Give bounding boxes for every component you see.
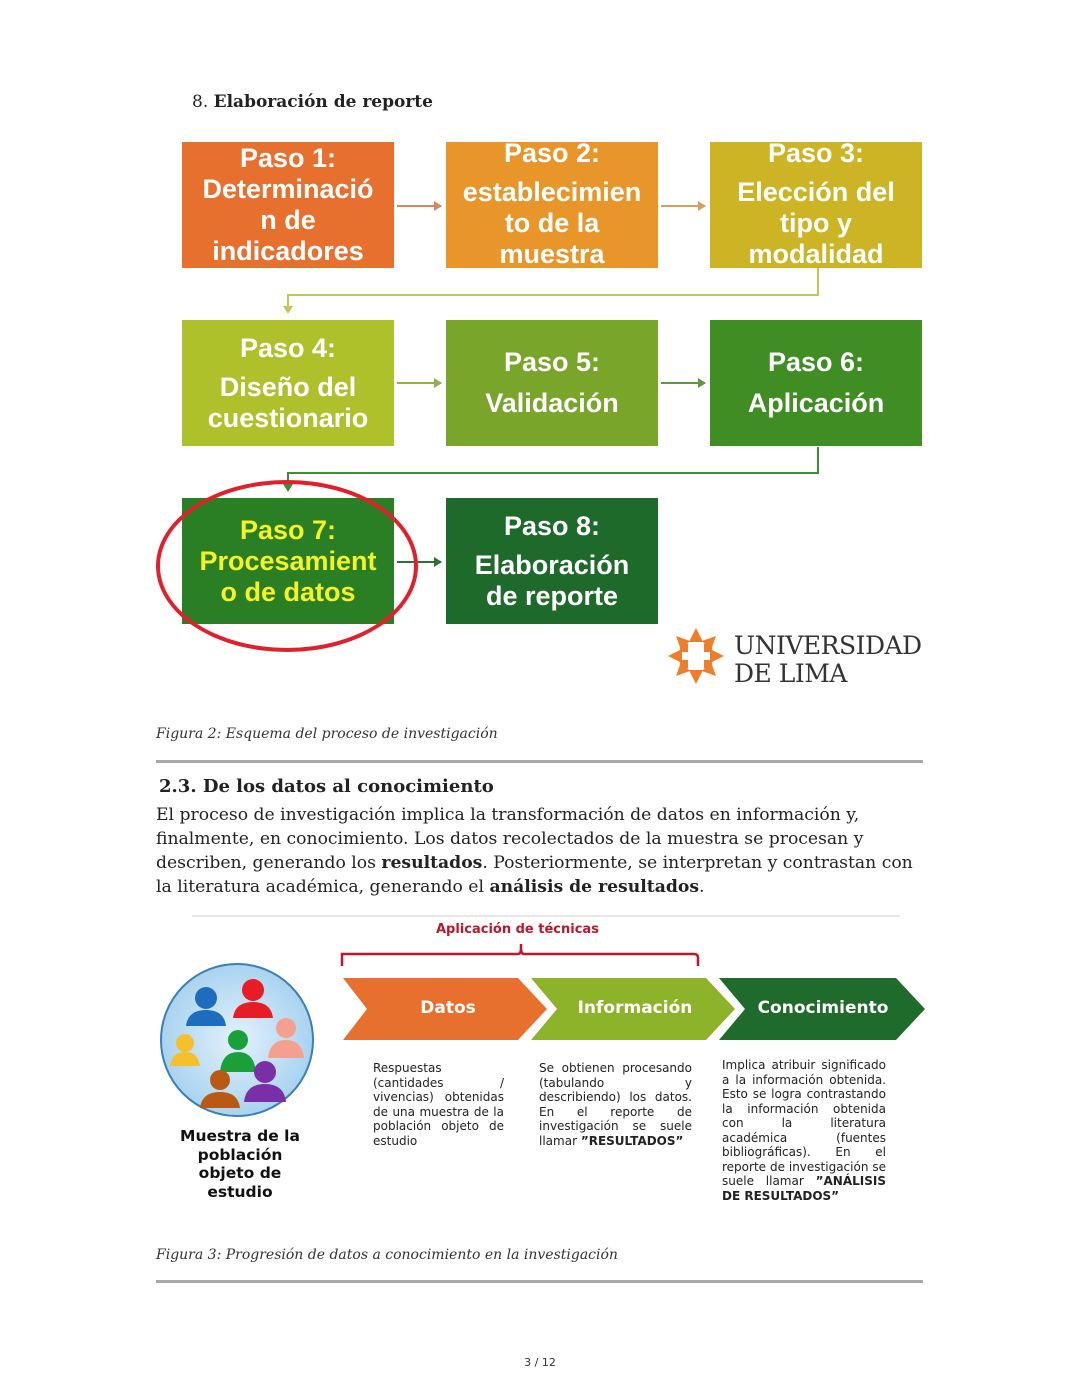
- connector-line: [287, 294, 289, 308]
- arrow-icon: [397, 378, 442, 388]
- divider: [156, 1280, 923, 1283]
- step-6-box: Paso 6: Aplicación: [710, 320, 922, 446]
- step-text: Diseño del: [219, 371, 357, 402]
- arrow-down-icon: [283, 306, 293, 314]
- desc-bold: ”ANÁLISIS DE RESULTADOS”: [722, 1174, 886, 1203]
- section-number: 8.: [192, 92, 209, 112]
- arrow-icon: [397, 557, 442, 567]
- sample-label: Muestra de la población objeto de estudi…: [180, 1127, 300, 1201]
- connector-line: [817, 447, 819, 473]
- informacion-label: Información: [577, 998, 693, 1018]
- connector-line: [817, 268, 819, 295]
- datos-description: Respuestas (cantidades / vivencias) obte…: [373, 1061, 504, 1148]
- informacion-chevron: [531, 978, 735, 1040]
- step-title: Paso 8:: [503, 510, 601, 541]
- datos-label: Datos: [420, 998, 476, 1018]
- para-bold: resultados: [381, 853, 483, 873]
- arrow-icon: [397, 201, 442, 211]
- figure-3-caption: Figura 3: Progresión de datos a conocimi…: [156, 1247, 618, 1263]
- bracket-label: Aplicación de técnicas: [436, 922, 599, 937]
- page-indicator: 3 / 12: [524, 1356, 556, 1369]
- step-8-box: Paso 8: Elaboración de reporte: [446, 498, 658, 624]
- datos-chevron: [343, 978, 547, 1040]
- informacion-description: Se obtienen procesando (tabulando y desc…: [539, 1061, 692, 1148]
- step-text: modalidad: [748, 239, 884, 268]
- step-title: Paso 1:: [239, 143, 337, 173]
- step-5-box: Paso 5: Validación: [446, 320, 658, 446]
- arrow-icon: [661, 378, 706, 388]
- arrow-icon: [661, 201, 706, 211]
- section-2-3-heading: 2.3. De los datos al conocimiento: [159, 776, 494, 797]
- step-2-box: Paso 2: establecimien to de la muestra: [446, 142, 658, 268]
- population-sample-icon: [160, 963, 314, 1117]
- progression-chevrons: [343, 978, 925, 1040]
- logo-line-1: UNIVERSIDAD: [734, 631, 922, 660]
- step-text: establecimien: [462, 177, 642, 207]
- step-text: Validación: [485, 388, 619, 418]
- step-4-box: Paso 4: Diseño del cuestionario: [182, 320, 394, 446]
- step-title: Paso 6:: [767, 347, 865, 377]
- step-text: Determinació: [202, 174, 374, 204]
- logo-line-2: DE LIMA: [734, 659, 847, 688]
- figure-2-caption: Figura 2: Esquema del proceso de investi…: [156, 726, 498, 742]
- conocimiento-chevron: [719, 978, 925, 1040]
- highlight-circle: [156, 480, 418, 652]
- desc-bold: ”RESULTADOS”: [580, 1133, 684, 1148]
- step-title: Paso 5:: [503, 347, 601, 377]
- step-text: de reporte: [485, 580, 619, 611]
- step-title: Paso 3:: [767, 142, 865, 168]
- section-heading: 8. Elaboración de reporte: [192, 92, 433, 112]
- step-text: tipo y: [780, 208, 852, 238]
- step-text: indicadores: [212, 236, 364, 266]
- step-text: cuestionario: [207, 402, 369, 433]
- connector-line: [288, 294, 819, 296]
- step-text: Elección del: [737, 177, 895, 207]
- connector-line: [287, 472, 289, 486]
- para-text: . Posteriormente, se interpretan y contr…: [156, 853, 913, 897]
- divider: [156, 760, 923, 763]
- step-text: muestra: [499, 239, 605, 268]
- conocimiento-description: Implica atribuir significado a la inform…: [722, 1058, 886, 1203]
- para-bold: análisis de resultados: [489, 877, 699, 897]
- para-text: .: [699, 877, 705, 897]
- desc-text: Se obtienen procesando (tabulando y desc…: [539, 1061, 692, 1148]
- universidad-de-lima-logo-icon: [668, 628, 724, 684]
- step-3-box: Paso 3: Elección del tipo y modalidad: [710, 142, 922, 268]
- conocimiento-label: Conocimiento: [757, 998, 889, 1018]
- figure-3-top-border: [192, 915, 900, 917]
- step-title: Paso 4:: [239, 332, 337, 363]
- step-title: Paso 2:: [503, 142, 601, 168]
- connector-line: [288, 472, 819, 474]
- section-title: Elaboración de reporte: [213, 92, 433, 112]
- bracket-icon: [340, 944, 700, 966]
- para-text: El proceso de investigación implica la t…: [156, 805, 864, 873]
- logo-text: UNIVERSIDAD DE LIMA: [734, 632, 922, 688]
- step-text: Elaboración: [474, 549, 630, 580]
- step-text: n de: [260, 205, 316, 235]
- section-2-3-paragraph: El proceso de investigación implica la t…: [156, 803, 926, 899]
- step-text: Aplicación: [747, 388, 885, 418]
- desc-text: Implica atribuir significado a la inform…: [722, 1058, 886, 1188]
- step-1-box: Paso 1: Determinació n de indicadores: [182, 142, 394, 268]
- step-text: to de la: [504, 208, 600, 238]
